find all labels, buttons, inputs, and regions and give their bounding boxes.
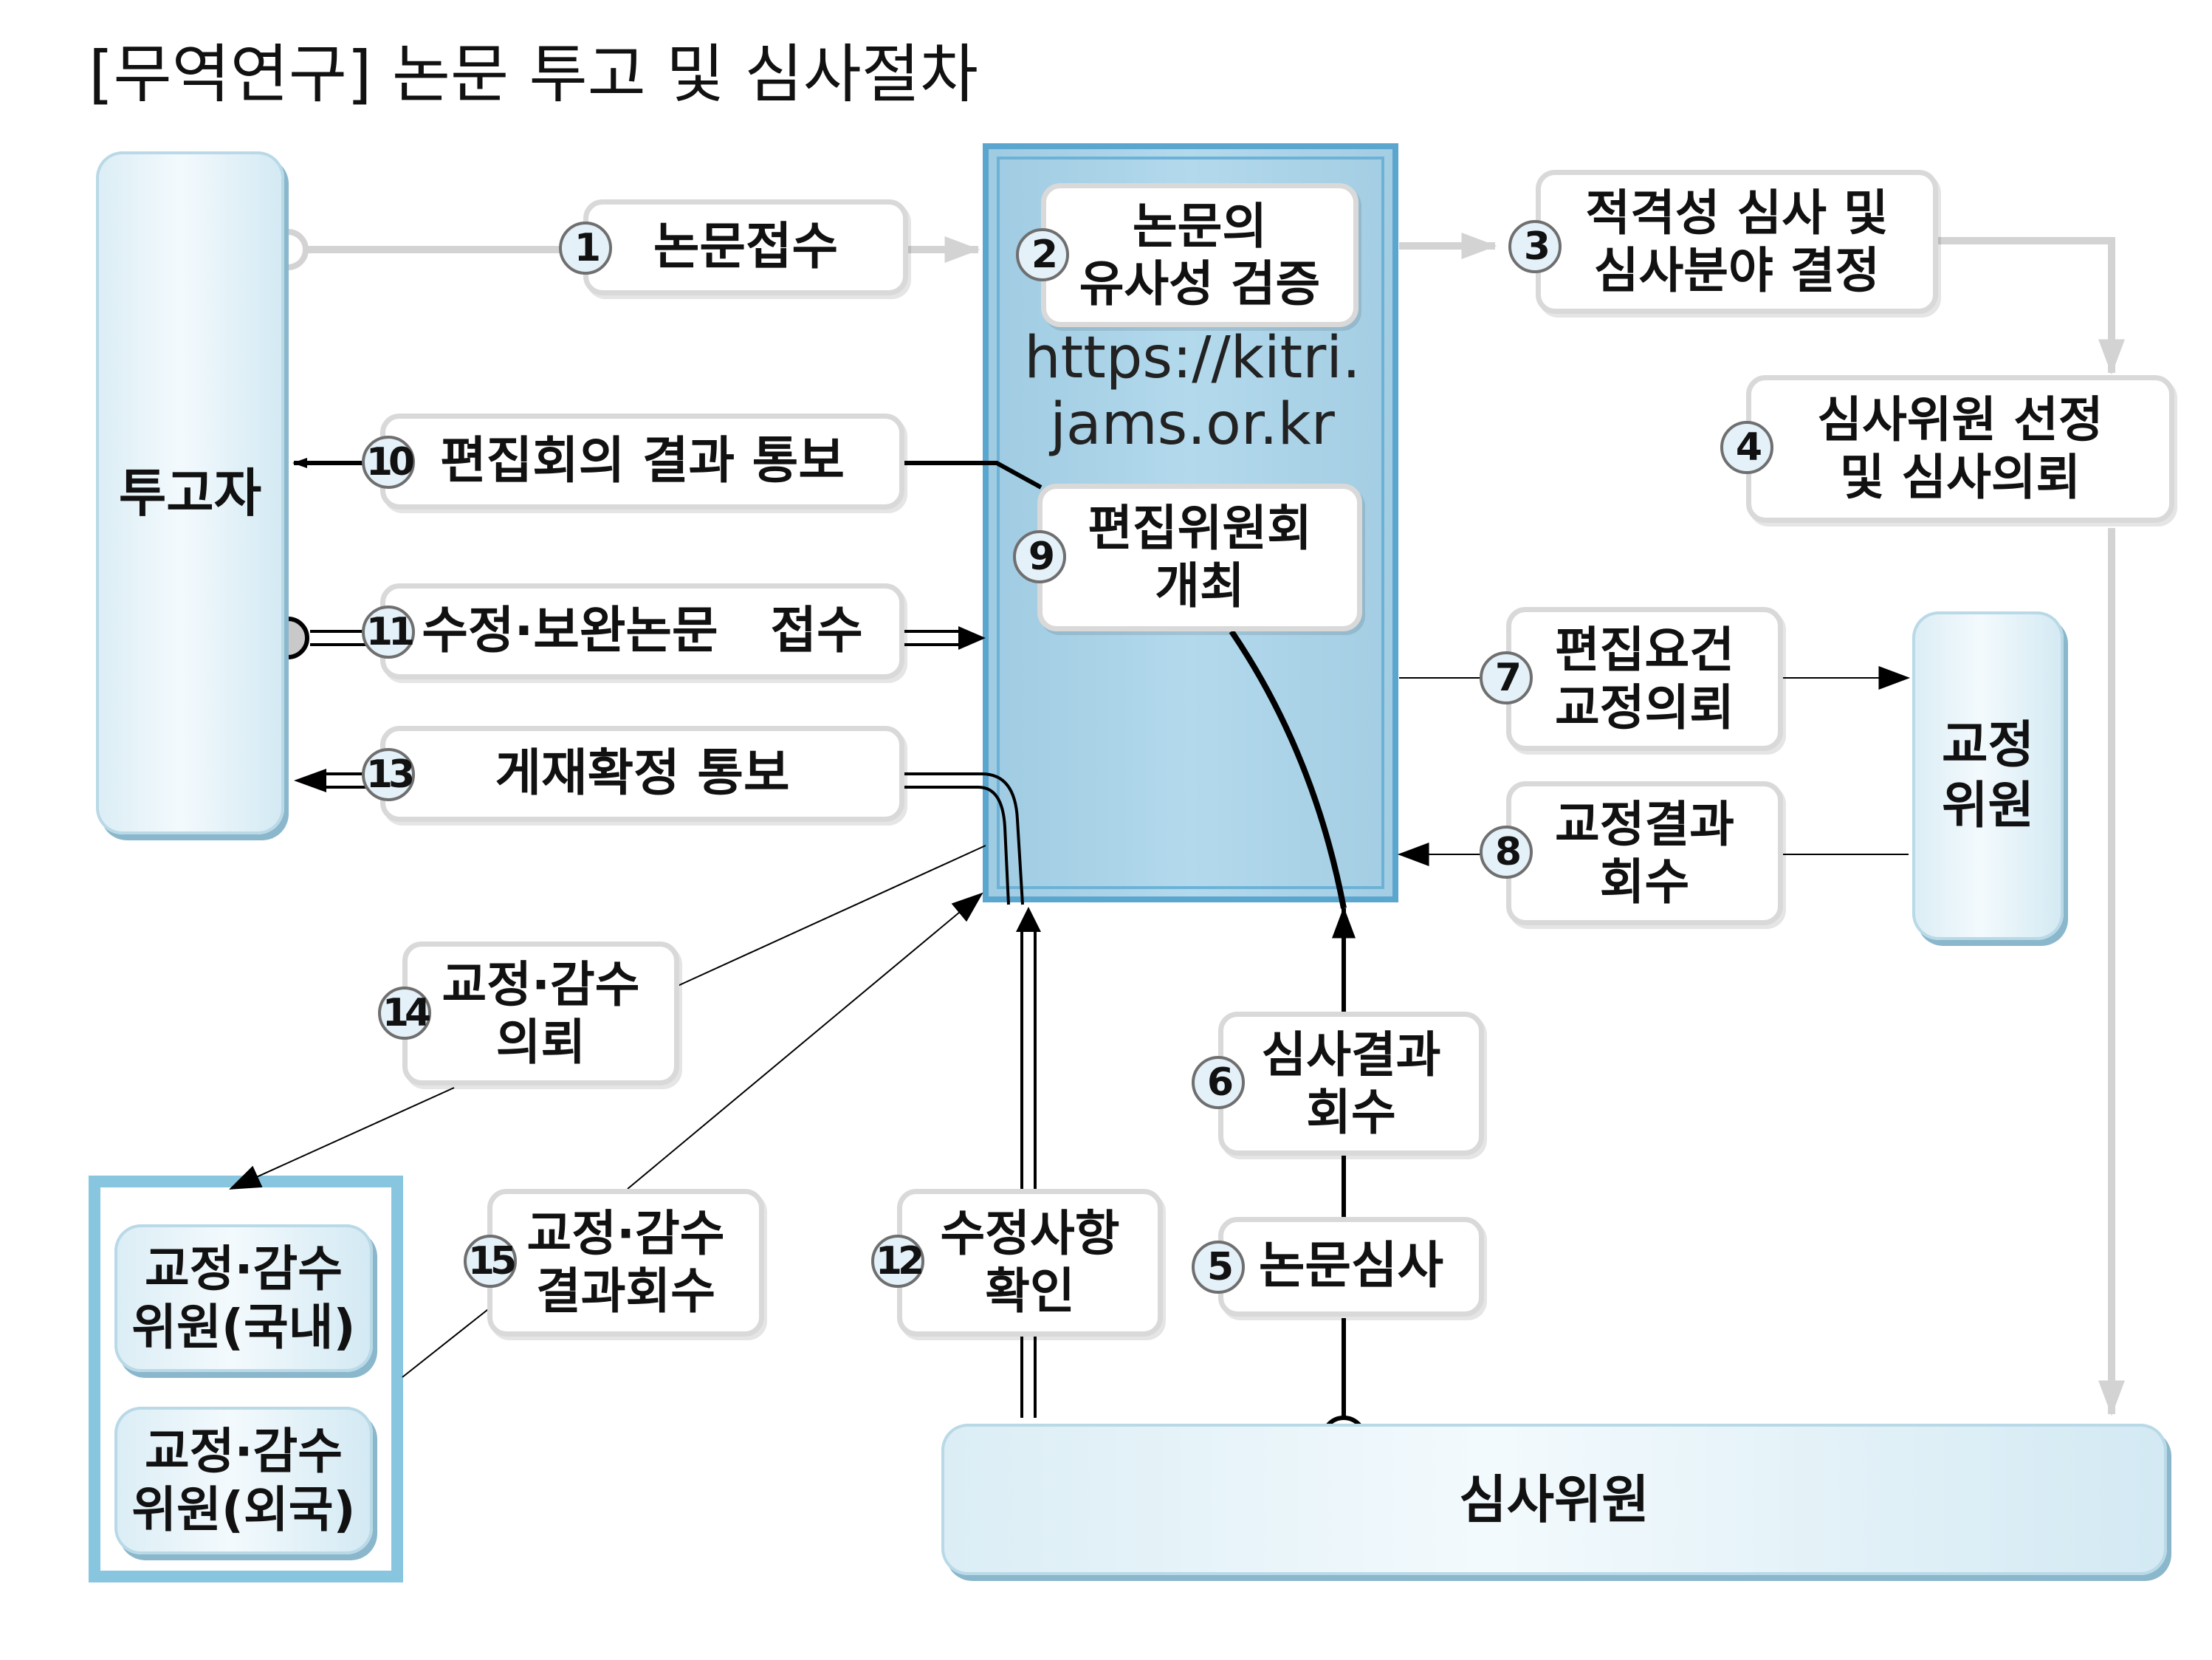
step-13-box: 게재확정 통보 <box>380 726 904 822</box>
step-15-box: 교정·감수 결과회수 <box>487 1189 764 1337</box>
step-13-label: 게재확정 통보 <box>495 744 790 803</box>
step-15-label-2: 결과회수 <box>536 1263 715 1320</box>
step-9-label-1: 편집위원회 <box>1088 500 1312 558</box>
foreign-label-1: 교정·감수 <box>145 1422 343 1480</box>
step-9-label-2: 개최 <box>1155 558 1245 614</box>
step-14-label-2: 의뢰 <box>495 1013 586 1071</box>
author-node: 투고자 <box>96 151 284 834</box>
curve-9 <box>1229 629 1347 909</box>
step-5-box: 논문심사 <box>1218 1217 1484 1317</box>
domestic-reviser-node: 교정·감수 위원(국내) <box>114 1224 373 1372</box>
arrow-10 <box>904 461 1043 490</box>
step-6-number: 6 <box>1192 1056 1245 1109</box>
step-15-number: 15 <box>464 1235 517 1288</box>
step-8-number: 8 <box>1480 826 1533 879</box>
page-title: [무역연구] 논문 투고 및 심사절차 <box>89 38 979 112</box>
step-4-label-2: 및 심사의뢰 <box>1839 449 2081 506</box>
step-6-label-1: 심사결과 <box>1261 1026 1441 1083</box>
step-8-box: 교정결과 회수 <box>1506 781 1783 925</box>
step-2-label-2: 유사성 검증 <box>1079 255 1321 312</box>
step-3-label-1: 적격성 심사 및 <box>1585 184 1889 241</box>
step-3-number: 3 <box>1508 220 1562 273</box>
author-label: 투고자 <box>118 462 262 524</box>
proofreader-label-1: 교정 <box>1941 716 2035 775</box>
domestic-label-2: 위원(국내) <box>131 1299 356 1356</box>
step-7-box: 편집요건 교정의뢰 <box>1506 607 1783 751</box>
step-8-label-1: 교정결과 <box>1555 795 1734 853</box>
domestic-label-1: 교정·감수 <box>145 1240 343 1297</box>
arrow-15a <box>402 1306 492 1378</box>
step-10-box: 편집회의 결과 통보 <box>380 414 904 510</box>
step-7-label-1: 편집요건 <box>1555 621 1734 679</box>
step-11-box: 수정·보완논문 접수 <box>380 583 904 679</box>
arrow-15b <box>627 892 983 1190</box>
reviewer-label: 심사위원 <box>1459 1469 1649 1530</box>
arrow-14a <box>677 845 986 987</box>
arrow-12-head <box>1016 907 1041 932</box>
reviewer-node: 심사위원 <box>941 1424 2167 1575</box>
foreign-label-2: 위원(외국) <box>131 1481 356 1538</box>
step-7-label-2: 교정의뢰 <box>1555 679 1734 736</box>
arrow-13b <box>904 786 1010 905</box>
step-4-label-1: 심사위원 선정 <box>1817 391 2103 449</box>
system-column-inner <box>997 157 1384 889</box>
step-4-number: 4 <box>1720 421 1773 474</box>
foreign-reviser-node: 교정·감수 위원(외국) <box>114 1407 373 1554</box>
step-14-number: 14 <box>378 987 431 1040</box>
step-2-box: 논문의 유사성 검증 <box>1041 183 1359 327</box>
step-11-number: 11 <box>362 606 415 659</box>
system-url: https://kitri. jams.or.kr <box>993 325 1392 459</box>
arrow-13-head <box>294 769 326 792</box>
arrow-3-4 <box>1934 237 2125 375</box>
step-15-label-1: 교정·감수 <box>526 1205 725 1263</box>
step-2-number: 2 <box>1016 228 1069 281</box>
step-10-label: 편집회의 결과 통보 <box>440 431 845 490</box>
proofreader-node: 교정 위원 <box>1912 611 2064 940</box>
step-6-label-2: 회수 <box>1306 1083 1396 1141</box>
step-14-box: 교정·감수 의뢰 <box>402 942 679 1085</box>
step-6-box: 심사결과 회수 <box>1218 1012 1484 1156</box>
step-9-box: 편집위원회 개최 <box>1037 484 1362 631</box>
proofreader-label-2: 위원 <box>1941 776 2035 835</box>
step-12-number: 12 <box>871 1235 924 1288</box>
step-4-box: 심사위원 선정 및 심사의뢰 <box>1746 375 2174 523</box>
arrow-11-head <box>958 626 986 650</box>
step-1-number: 1 <box>559 222 612 275</box>
arrow-14b <box>229 1087 455 1190</box>
step-7-number: 7 <box>1480 651 1533 704</box>
step-14-label-1: 교정·감수 <box>442 956 640 1013</box>
step-2-label-1: 논문의 <box>1132 197 1268 255</box>
step-13-number: 13 <box>362 748 415 801</box>
step-12-box: 수정사항 확인 <box>897 1189 1163 1337</box>
system-url-1: https://kitri. <box>1024 325 1361 391</box>
step-12-label-1: 수정사항 <box>940 1205 1120 1263</box>
step-3-box: 적격성 심사 및 심사분야 결정 <box>1536 170 1938 314</box>
step-3-label-2: 심사분야 결정 <box>1593 241 1880 299</box>
step-9-number: 9 <box>1013 530 1066 583</box>
step-5-label: 논문심사 <box>1258 1237 1444 1296</box>
step-1-label: 논문접수 <box>653 217 839 276</box>
step-1-box: 논문접수 <box>583 199 908 295</box>
step-5-number: 5 <box>1192 1241 1245 1294</box>
step-11-label: 수정·보완논문 접수 <box>422 601 863 660</box>
step-10-number: 10 <box>362 436 415 489</box>
step-12-label-2: 확인 <box>985 1263 1075 1320</box>
arrow-13a <box>904 772 1024 905</box>
system-url-2: jams.or.kr <box>1050 391 1335 459</box>
step-8-label-2: 회수 <box>1599 853 1690 910</box>
